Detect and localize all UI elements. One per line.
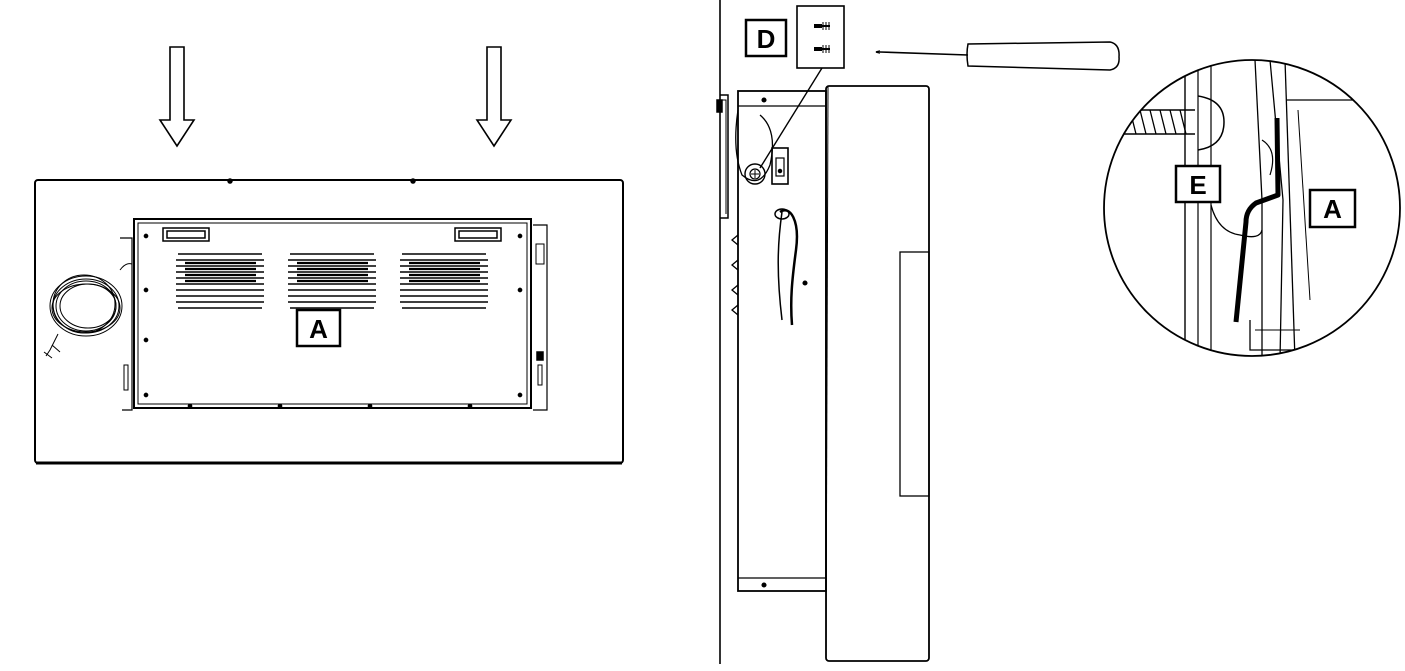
back-view — [34, 46, 624, 465]
back-panel — [120, 218, 548, 411]
svg-text:E: E — [1189, 170, 1206, 200]
front-panel — [825, 85, 930, 662]
power-cord-icon — [774, 208, 799, 326]
vent-grille — [176, 253, 488, 309]
down-arrow-icon — [158, 46, 196, 148]
svg-text:A: A — [1323, 194, 1342, 224]
callout-screws: D — [744, 18, 788, 58]
down-arrow-icon — [475, 46, 513, 148]
callout-unit-detail: A — [1308, 188, 1357, 229]
side-view — [716, 0, 930, 664]
svg-text:D: D — [757, 24, 776, 54]
power-switch-icon — [771, 147, 789, 185]
power-cord-icon — [43, 263, 133, 359]
callout-bracket: E — [1174, 164, 1222, 204]
svg-text:A: A — [309, 314, 328, 344]
detail-view — [1103, 59, 1401, 357]
callout-unit-back: A — [295, 308, 342, 348]
screwdriver-icon — [875, 41, 1120, 71]
screw-icon — [796, 5, 845, 69]
unit-body — [730, 90, 827, 592]
